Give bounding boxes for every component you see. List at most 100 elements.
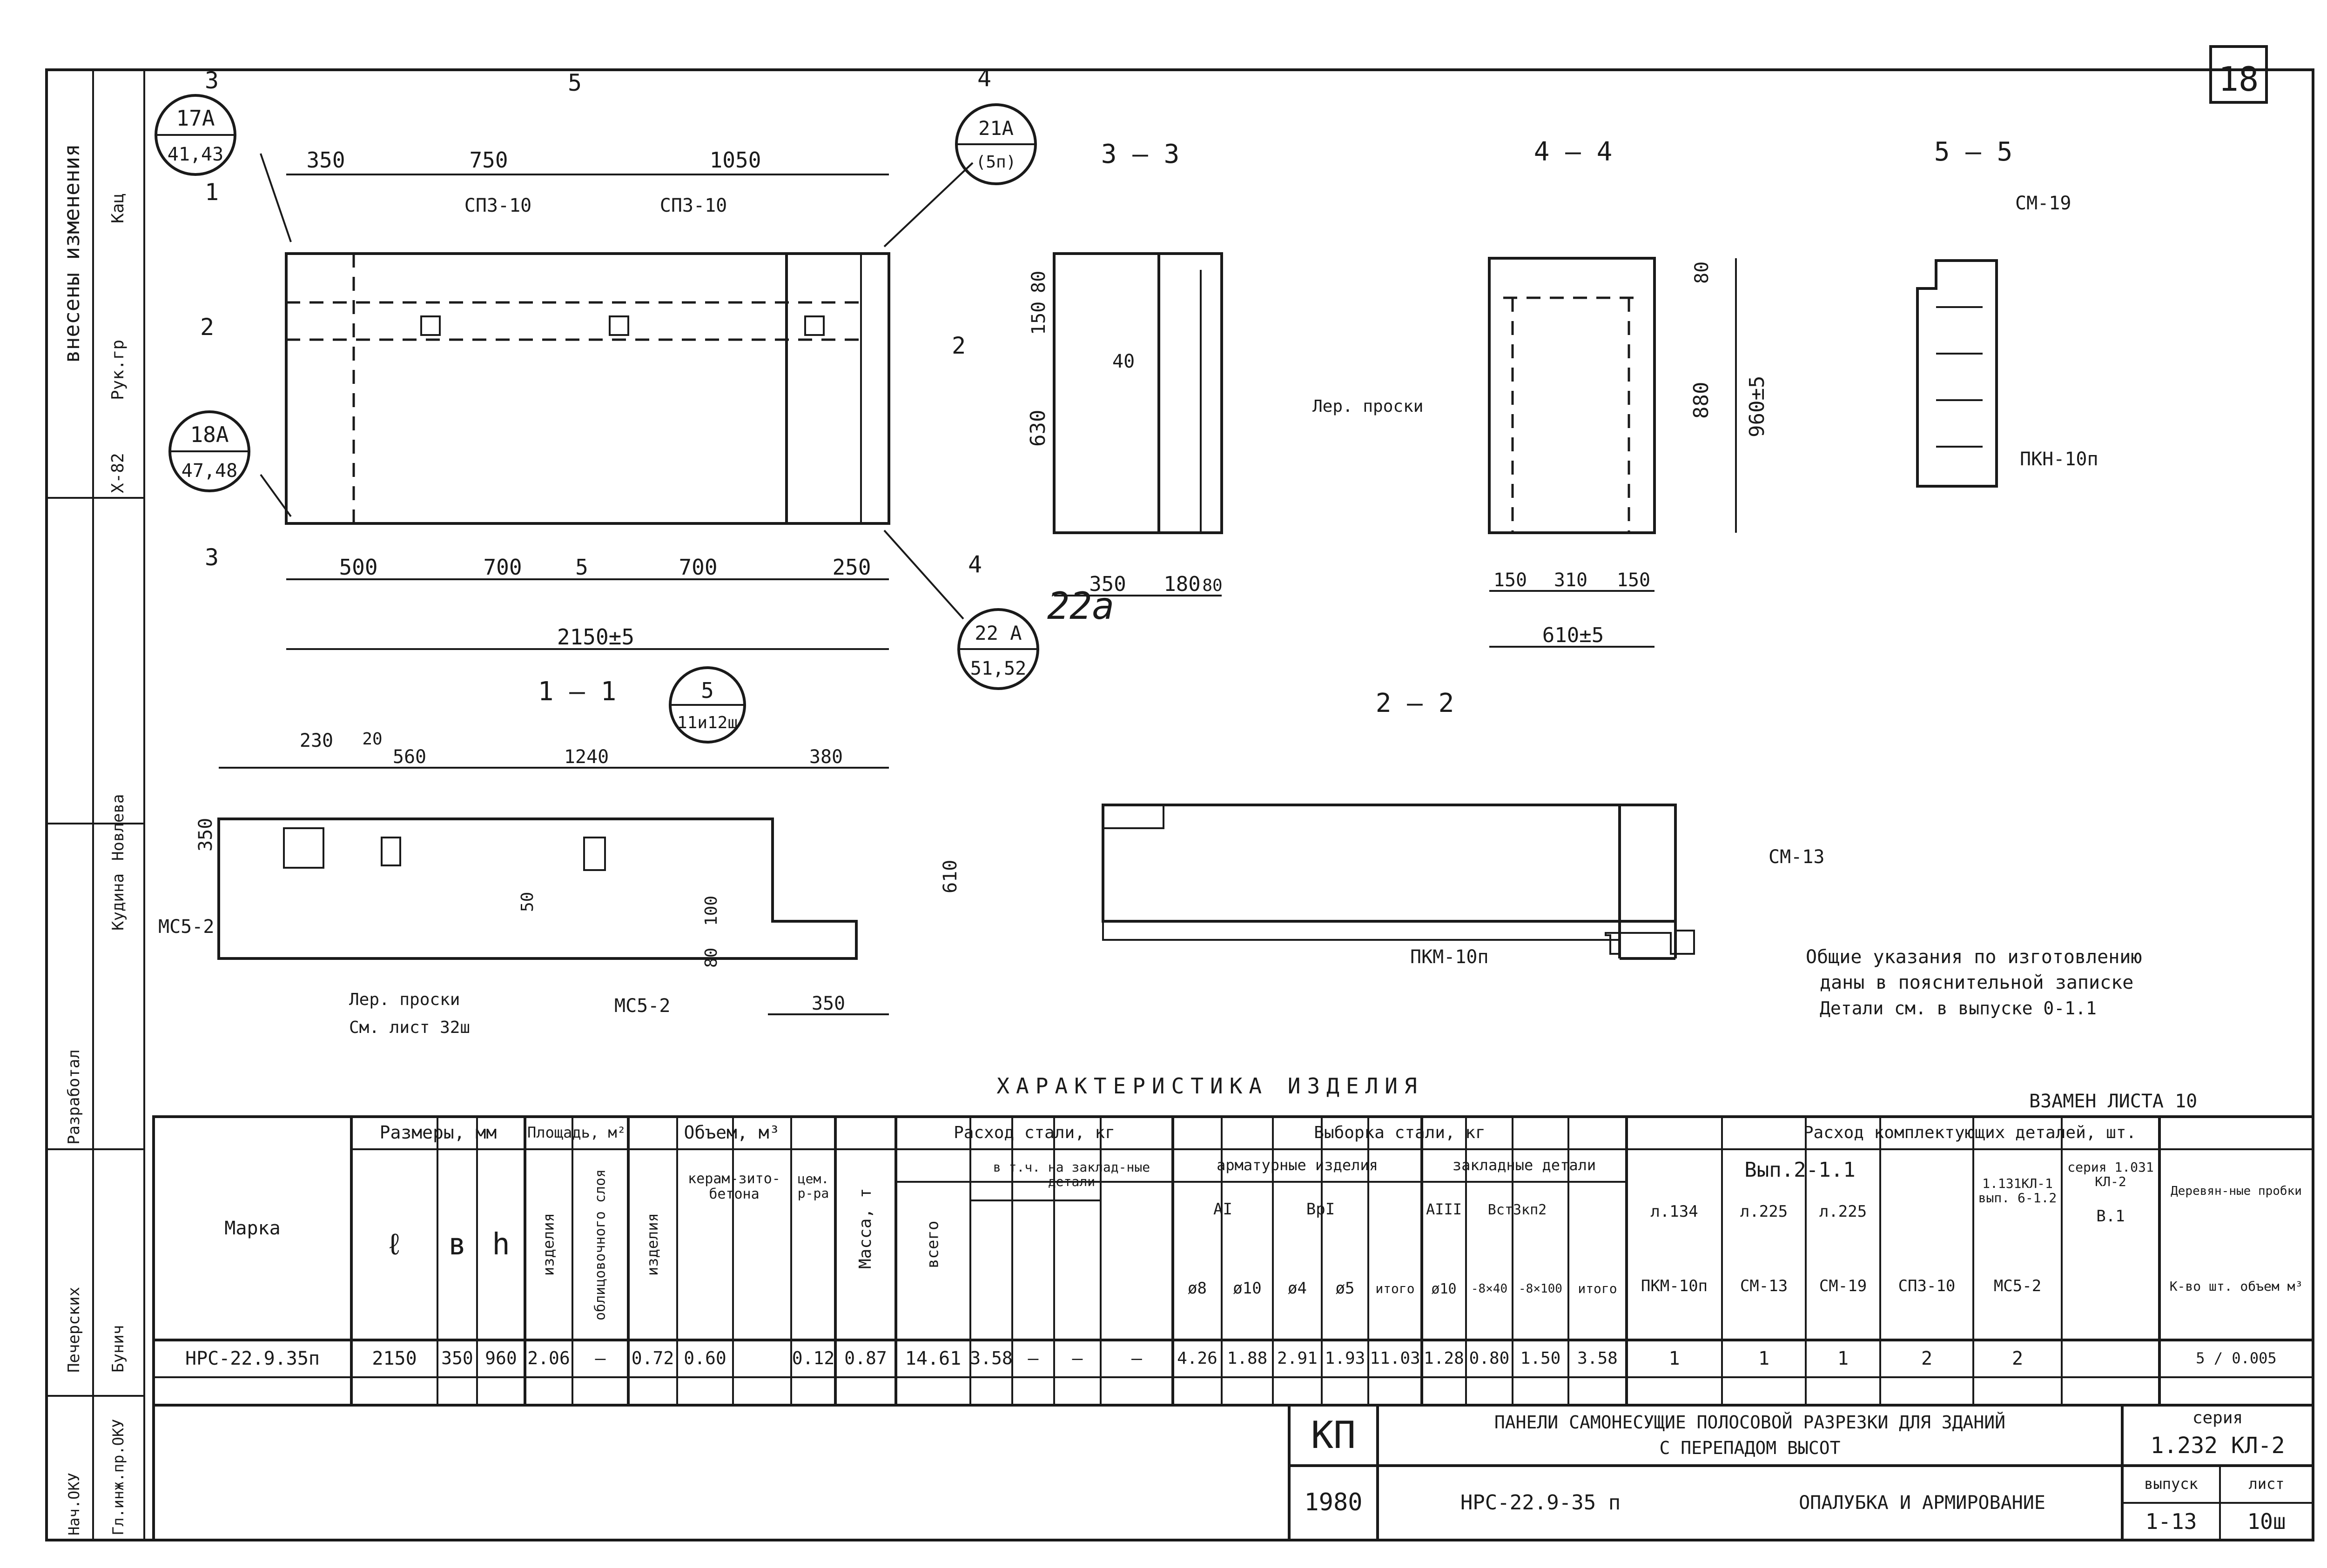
- mark-3b: 3: [205, 544, 219, 571]
- th-area-item: изделия: [539, 1213, 558, 1276]
- td-vol-item: 0.72: [631, 1348, 674, 1369]
- tb-vyp: 1-13: [2145, 1508, 2197, 1534]
- td-sp310: 2: [1921, 1348, 1933, 1369]
- td-sm19: 1: [1837, 1348, 1849, 1369]
- tb-doc: ОПАЛУБКА И АРМИРОВАНИЕ: [1799, 1492, 2045, 1514]
- left-strip-frame: [46, 69, 145, 1541]
- sec33-dh1: 350: [1089, 572, 1126, 596]
- td-vol-ceram: 0.60: [684, 1348, 726, 1369]
- th-rebar: арматурные изделия: [1217, 1156, 1378, 1174]
- elev-bdim-4: 700: [679, 555, 717, 580]
- td-l: 2150: [372, 1348, 417, 1369]
- th-vol-ceramsite: керам-зито-бетона: [688, 1171, 780, 1202]
- bottom-role-2: Гл.инж.пр.ОКУ: [109, 1419, 127, 1535]
- th-bysteel: Выборка стали, кг: [1314, 1123, 1486, 1143]
- sec11-label-sheet: См. лист 32ш: [349, 1018, 470, 1037]
- tb-list: 10ш: [2247, 1508, 2286, 1534]
- th-steel-incl: в т.ч. на заклад-ные детали: [993, 1159, 1150, 1189]
- th-l: ℓ: [385, 1227, 404, 1262]
- sec33-dv5: 630: [1026, 410, 1050, 447]
- sec11-title: 1 — 1: [538, 677, 617, 707]
- mark-3a: 3: [205, 67, 219, 94]
- th-l225b: л.225: [1819, 1202, 1867, 1221]
- th-l134: л.134: [1650, 1202, 1698, 1221]
- sec33-dh2: 180: [1164, 572, 1200, 596]
- callout-17a-bottom: 41,43: [168, 144, 223, 165]
- th-sp310: СП3-10: [1898, 1277, 1956, 1296]
- th-d10: ø10: [1233, 1279, 1262, 1298]
- sec11-label-ms52b: МС5-2: [614, 995, 670, 1017]
- td-total2: 3.58: [1577, 1349, 1618, 1368]
- td-steel-incl: 3.58: [970, 1348, 1012, 1369]
- th-b1: В.1: [2096, 1207, 2125, 1226]
- tb-year: 1980: [1304, 1488, 1363, 1517]
- th-steel: Расход стали, кг: [954, 1123, 1115, 1143]
- mark-2b: 2: [952, 332, 966, 359]
- th-d8-40: -8×40: [1471, 1281, 1508, 1296]
- mark-5: 5: [568, 69, 582, 96]
- th-count: К-во шт. объем м³: [2169, 1278, 2303, 1294]
- sec44-label: Лер. проски: [1312, 397, 1423, 416]
- td-steel-total: 14.61: [905, 1348, 962, 1369]
- td-total: 11.03: [1370, 1349, 1420, 1368]
- tb-vyp-label: выпуск: [2144, 1475, 2198, 1493]
- th-parts: Расход комплектующих деталей, шт.: [1803, 1123, 2137, 1143]
- th-vol-item: изделия: [643, 1213, 661, 1276]
- mark-2a: 2: [200, 314, 214, 341]
- th-area-facing: облицовочного слоя: [592, 1169, 609, 1320]
- changes-title: внесены изменения: [59, 144, 84, 363]
- mark-4a: 4: [977, 65, 991, 92]
- th-d10b: ø10: [1431, 1280, 1457, 1297]
- section-5-5: [1916, 259, 1998, 488]
- bottom-name-1: Печерских: [65, 1287, 83, 1373]
- elev-dim-350: 350: [306, 147, 345, 173]
- th-volume: Объем, м³: [684, 1122, 780, 1143]
- th-total2: итого: [1578, 1280, 1617, 1296]
- sec44-dh3: 150: [1617, 570, 1650, 591]
- sec11-dv4: 80: [702, 948, 721, 968]
- sec11-dt5: 380: [809, 746, 843, 768]
- sec44-dv2: 880: [1689, 382, 1713, 419]
- td-steel-m1: –: [1028, 1348, 1039, 1369]
- th-l225: л.225: [1740, 1202, 1788, 1221]
- elev-overall: 2150±5: [557, 624, 634, 650]
- sec11-callout-bottom: 11и12ш: [677, 713, 738, 732]
- sec11-dt3: 560: [393, 746, 426, 768]
- th-area: Площадь, м²: [527, 1124, 626, 1142]
- sec11-dv5: 610: [940, 860, 961, 893]
- th-d5: ø5: [1335, 1279, 1355, 1298]
- td-h: 960: [485, 1348, 517, 1369]
- sec11-callout-top: 5: [701, 678, 714, 703]
- td-area-item: 2.06: [527, 1348, 570, 1369]
- changes-row-5: Кац: [108, 193, 128, 223]
- callout-21a-bottom: (5п): [976, 153, 1016, 172]
- callout-22a-top: 22 А: [975, 622, 1022, 644]
- td-d4: 2.91: [1277, 1349, 1318, 1368]
- section-1-1: [217, 666, 889, 1015]
- replaces-sheet: ВЗАМЕН ЛИСТА 10: [2029, 1091, 2197, 1112]
- tb-series-label: серия: [2192, 1408, 2243, 1427]
- elevation-view: [155, 94, 1039, 690]
- bottom-name-2: Бунич: [109, 1325, 128, 1373]
- th-ai: АI: [1213, 1200, 1232, 1219]
- sec11-dv2: 50: [518, 892, 537, 912]
- tb-kp: КП: [1311, 1414, 1356, 1457]
- td-ms52: 2: [2011, 1348, 2024, 1369]
- mark-4b: 4: [968, 551, 982, 578]
- sec33-dh3: 80: [1202, 576, 1222, 595]
- th-vst: Вст3кп2: [1487, 1201, 1547, 1218]
- bottom-role-1: Нач.ОКУ: [65, 1473, 83, 1535]
- sec11-label-probki: Лер. проски: [349, 990, 460, 1009]
- callout-18a-bottom: 47,48: [182, 460, 237, 482]
- elev-dim-750: 750: [469, 147, 508, 173]
- section-2-2: [1102, 804, 1695, 960]
- th-ms52: МС5-2: [1993, 1277, 2042, 1296]
- elev-bdim-1: 500: [339, 555, 377, 580]
- elev-bdim-5: 250: [832, 555, 871, 580]
- sec55-label-sm19: СМ-19: [2015, 193, 2071, 214]
- note-line-1: Общие указания по изготовлению: [1806, 946, 2142, 968]
- sec22-label-sm13: СМ-13: [1769, 846, 1824, 868]
- title-block: [152, 1405, 2313, 1540]
- elev-label-sp-2: СП3-10: [660, 195, 727, 216]
